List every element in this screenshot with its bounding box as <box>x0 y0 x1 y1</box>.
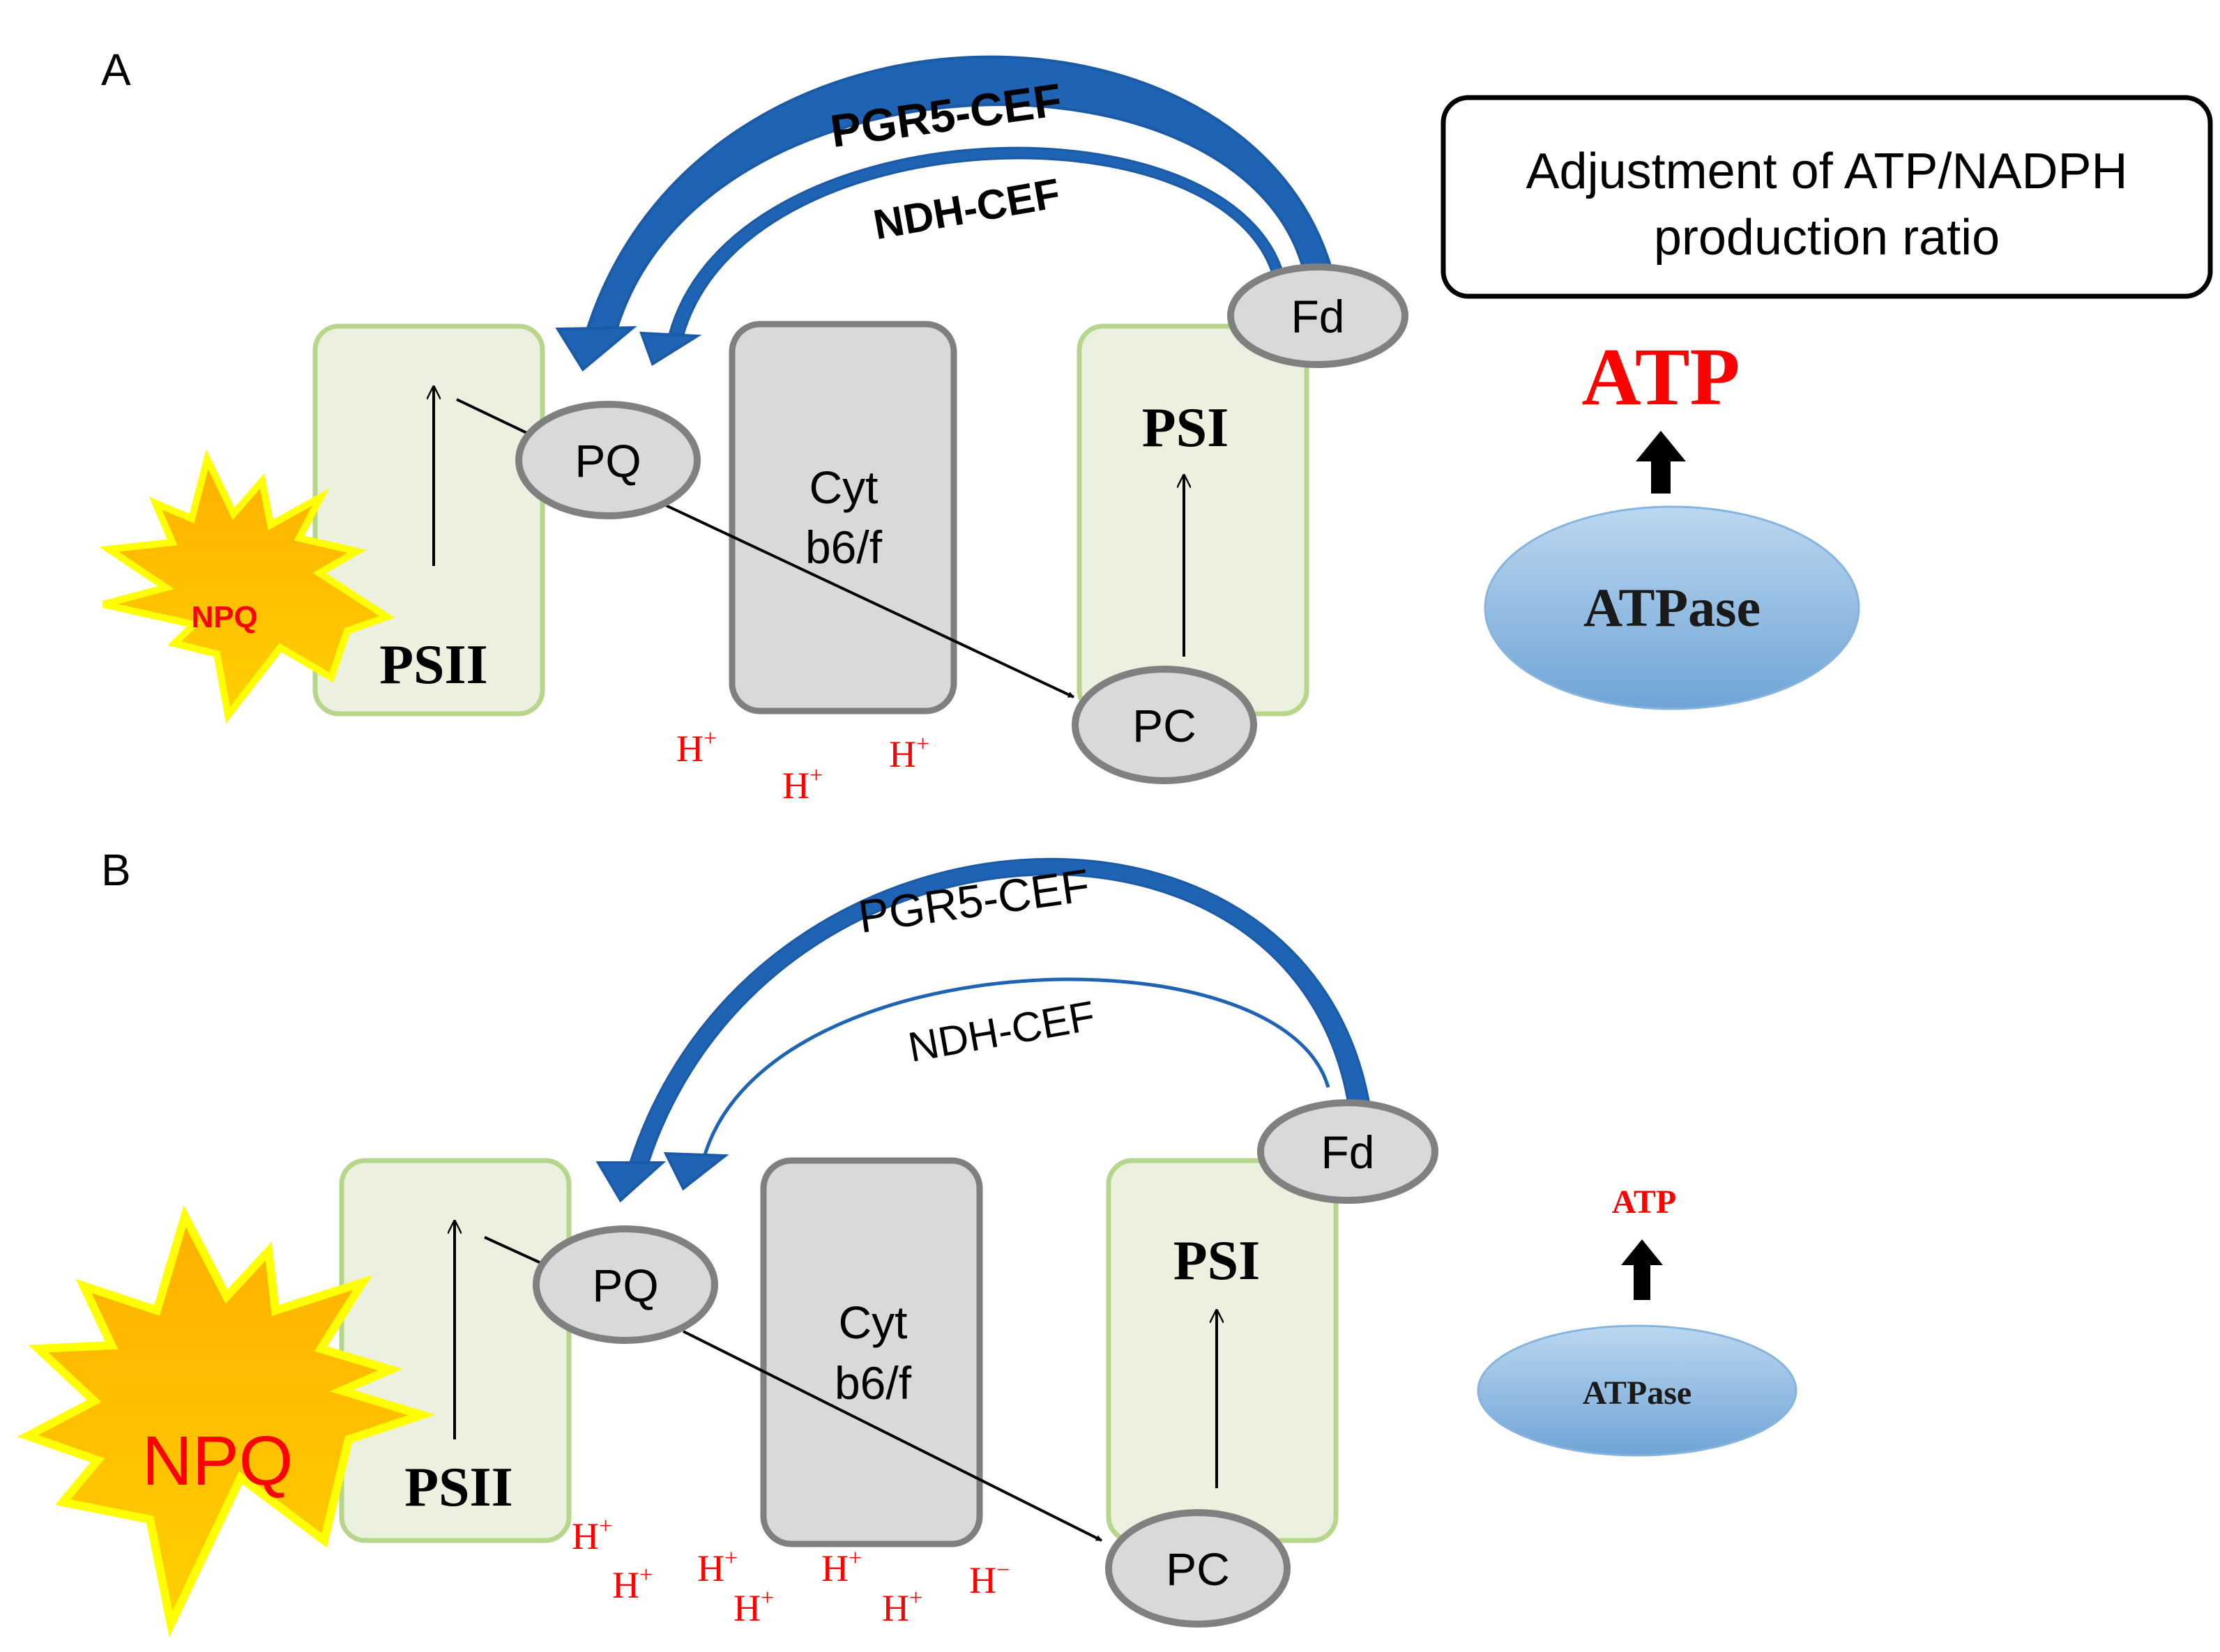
adjustment-text-line2: production ratio <box>1654 210 2000 266</box>
proton-group-a: H+ H+ H+ <box>676 726 929 806</box>
psii-label: PSII <box>379 634 488 696</box>
atp-up-arrow <box>1636 431 1686 494</box>
panel-a: A PGR5-CEF NDH-CEF PQ PC Fd Cyt b6 <box>98 45 2213 806</box>
pq-node <box>515 401 701 519</box>
panel-b: B PGR5-CEF NDH-CEF PQ PC Fd Cyt b6/f PSI… <box>17 845 1797 1637</box>
cyt-b6f-complex <box>729 321 957 714</box>
npq-starburst <box>17 1205 436 1637</box>
proton: H+ <box>733 1585 774 1629</box>
npq-label: NPQ <box>142 1422 294 1500</box>
pq-label: PQ <box>575 435 641 487</box>
cyt-b6f-complex <box>760 1157 983 1547</box>
psi-complex <box>1106 1158 1339 1543</box>
fd-node <box>1257 1099 1438 1204</box>
proton-group-b: H+ H+ H+ H+ H+ H+ H− <box>572 1513 1010 1629</box>
atp-label: ATP <box>1581 331 1740 422</box>
proton: H+ <box>572 1513 612 1557</box>
ndh-cef-label: NDH-CEF <box>905 992 1099 1071</box>
pq-label: PQ <box>592 1260 658 1311</box>
panel-a-label: A <box>101 45 131 95</box>
npq-label: NPQ <box>191 600 257 634</box>
atpase-label: ATPase <box>1583 1375 1691 1412</box>
proton: H+ <box>697 1545 738 1589</box>
pq-to-pc-arrow <box>683 1330 1102 1542</box>
pq-node <box>533 1225 718 1344</box>
cyt-label-line2: b6/f <box>805 521 883 573</box>
psii-to-pq-line <box>456 398 538 439</box>
psi-complex <box>1077 323 1309 717</box>
pq-to-pc-arrow <box>665 504 1074 698</box>
pgr5-cef-arrow <box>555 55 1334 372</box>
ndh-cef-arrow <box>639 146 1285 367</box>
atpase-label: ATPase <box>1583 577 1761 638</box>
cyt-label-line1: Cyt <box>839 1297 908 1348</box>
proton: H+ <box>889 731 929 775</box>
atpase-node <box>1477 1324 1797 1457</box>
adjustment-text-line1: Adjustment of ATP/NADPH <box>1526 144 2128 199</box>
ndh-cef-label: NDH-CEF <box>870 169 1064 248</box>
fd-label: Fd <box>1291 291 1344 342</box>
proton: H+ <box>782 763 823 806</box>
proton: H+ <box>676 726 717 770</box>
psi-label: PSI <box>1173 1230 1261 1292</box>
cyt-label-line2: b6/f <box>835 1357 912 1409</box>
proton: H+ <box>821 1545 862 1589</box>
proton: H− <box>969 1557 1010 1601</box>
adjustment-box <box>1440 95 2213 299</box>
psi-label: PSI <box>1142 397 1229 459</box>
pc-node <box>1072 666 1257 784</box>
pc-label: PC <box>1132 700 1196 751</box>
psii-label: PSII <box>404 1457 513 1518</box>
fd-label: Fd <box>1321 1126 1374 1178</box>
proton: H+ <box>612 1562 653 1606</box>
pgr5-cef-arrow <box>595 857 1371 1203</box>
pc-node <box>1105 1509 1291 1628</box>
atpase-node <box>1484 505 1860 710</box>
npq-starburst <box>98 449 395 724</box>
cyt-label-line1: Cyt <box>809 461 879 513</box>
pc-label: PC <box>1166 1543 1230 1595</box>
atp-label: ATP <box>1612 1184 1676 1221</box>
ndh-cef-arrow <box>663 977 1330 1191</box>
panel-b-label: B <box>101 845 131 895</box>
proton: H+ <box>882 1585 922 1629</box>
atp-up-arrow <box>1621 1239 1663 1300</box>
fd-node <box>1227 263 1408 368</box>
